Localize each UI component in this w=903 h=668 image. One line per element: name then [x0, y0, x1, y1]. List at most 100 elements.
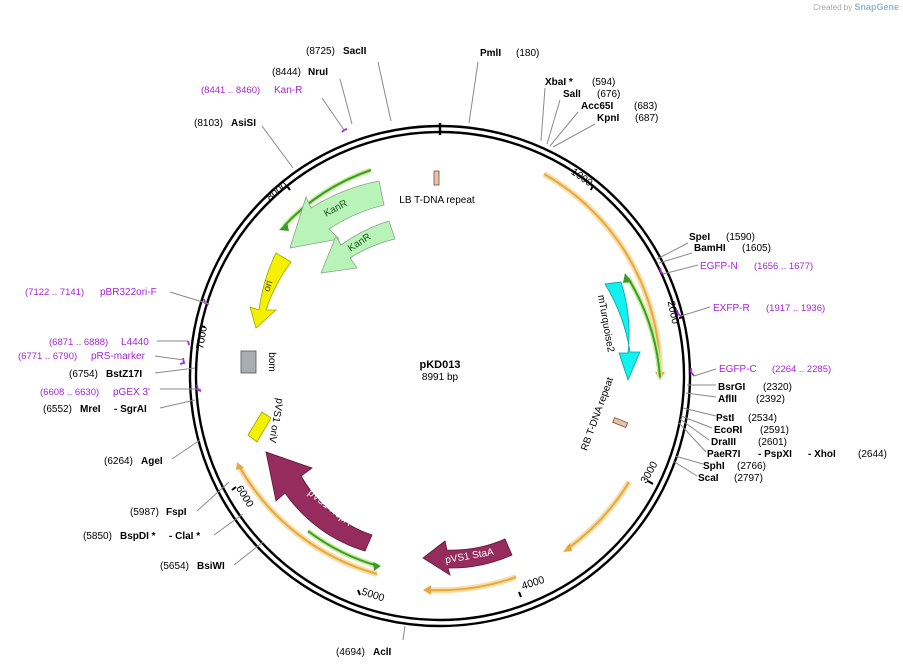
site-mrei-name[interactable]: MreI — [80, 404, 101, 415]
site-nrui-name[interactable]: NruI — [308, 67, 328, 78]
feature-pvs1-oriv[interactable] — [247, 411, 272, 443]
site-paer7i-num: (2644) — [858, 449, 887, 460]
site-sgrai-name[interactable]: - SgrAI — [114, 404, 147, 415]
site-sphi-name[interactable]: SphI — [703, 461, 725, 472]
site-ecori-name[interactable]: EcoRI — [714, 425, 743, 436]
green-band-kanr — [283, 169, 372, 227]
primer-mark-exfp-r — [676, 309, 682, 317]
site-nrui-num: (8444) — [272, 67, 301, 78]
site-spei-name[interactable]: SpeI — [689, 232, 710, 243]
feature-bom-label: bom — [266, 352, 277, 371]
primer-labels[interactable]: (8441 .. 8460) Kan-R EGFP-N (1656 .. 167… — [18, 85, 831, 398]
tick-label-3000: 3000 — [638, 459, 660, 485]
orf-arc-1-glow — [542, 171, 663, 374]
feature-ori[interactable] — [249, 252, 292, 329]
feature-lb-tdna-repeat[interactable] — [433, 170, 440, 186]
site-bspdi-num: (5850) — [83, 531, 112, 542]
leader-bspdi — [213, 513, 244, 536]
site-acc65i-name[interactable]: Acc65I — [581, 101, 613, 112]
feature-pvs1-staa[interactable] — [422, 538, 513, 576]
site-sali-name[interactable]: SalI — [563, 89, 581, 100]
site-aflii-name[interactable]: AflII — [718, 394, 737, 405]
primer-l4440-range: (6871 .. 6888) — [49, 337, 108, 348]
primer-egfp-n-name[interactable]: EGFP-N — [700, 261, 738, 272]
site-clai-name[interactable]: - ClaI * — [169, 531, 200, 542]
tick-mark-6000 — [231, 486, 237, 491]
leader-sali — [546, 99, 561, 145]
feature-pvs1-repa[interactable] — [265, 451, 373, 552]
site-pmli-name[interactable]: PmlI — [480, 48, 501, 59]
site-acli-num: (4694) — [336, 647, 365, 658]
feature-kanr-1[interactable] — [289, 180, 385, 249]
primer-marks — [179, 128, 695, 392]
site-agei-name[interactable]: AgeI — [141, 456, 163, 467]
orf-arcs — [236, 171, 665, 595]
leader-egfp-n — [662, 264, 699, 275]
green-band-kanr-arrowhead — [279, 222, 289, 231]
primer-prs-marker-range: (6771 .. 6790) — [18, 351, 77, 362]
primer-mark-prs-marker — [179, 357, 186, 365]
site-xbai-num: (594) — [592, 77, 615, 88]
site-asisi-name[interactable]: AsiSI — [231, 118, 256, 129]
site-aflii-num: (2392) — [756, 394, 785, 405]
orf-arc-4 — [238, 465, 378, 575]
primer-exfp-r-name[interactable]: EXFP-R — [713, 303, 750, 314]
site-psti-name[interactable]: PstI — [716, 413, 735, 424]
leader-asisi — [261, 125, 294, 169]
site-bamhi-name[interactable]: BamHI — [694, 243, 726, 254]
leader-bstz17i — [154, 367, 196, 374]
feature-mturquoise2-label: mTurquoise2 — [595, 294, 616, 353]
site-xbai-name[interactable]: XbaI * — [545, 77, 573, 88]
orf-arc-2-glow — [565, 480, 632, 552]
site-bsiwi-num: (5654) — [160, 561, 189, 572]
primer-pgex-3-name[interactable]: pGEX 3' — [113, 387, 150, 398]
leader-mrei — [159, 399, 196, 409]
site-draiii-name[interactable]: DraIII — [711, 437, 736, 448]
green-bands — [279, 167, 663, 571]
site-acli-name[interactable]: AclI — [373, 647, 392, 658]
leader-kan-r — [321, 97, 345, 131]
site-bspdi-name[interactable]: BspDI * — [120, 531, 156, 542]
feature-mturquoise2[interactable] — [604, 281, 641, 382]
primer-prs-marker-name[interactable]: pRS-marker — [91, 351, 146, 362]
primer-egfp-c-range: (2264 .. 2285) — [772, 364, 831, 375]
primer-kan-r-name[interactable]: Kan-R — [274, 85, 302, 96]
tick-mark-2000 — [678, 316, 685, 319]
leader-fspi — [196, 481, 230, 512]
primer-egfp-c-name[interactable]: EGFP-C — [719, 364, 757, 375]
site-kpni-name[interactable]: KpnI — [597, 113, 619, 124]
site-bsrgi-num: (2320) — [763, 382, 792, 393]
site-pmli-num: (180) — [516, 48, 539, 59]
site-pspxi-name[interactable]: - PspXI — [758, 449, 792, 460]
primer-pbr322ori-f-name[interactable]: pBR322ori-F — [100, 287, 157, 298]
site-bstz17i-name[interactable]: BstZ17I — [106, 369, 142, 380]
orf-arc-3 — [427, 576, 517, 592]
feature-rb-tdna-repeat[interactable] — [612, 417, 629, 428]
site-bamhi-num: (1605) — [742, 243, 771, 254]
tick-label-7000: 7000 — [194, 325, 210, 350]
site-labels[interactable]: (8725) SacII PmlI (180) (8444) NruI XbaI… — [43, 46, 887, 658]
leader-scai — [672, 460, 698, 477]
primer-pbr322ori-f-range: (7122 .. 7141) — [25, 287, 84, 298]
site-draiii-num: (2601) — [758, 437, 787, 448]
feature-bom[interactable] — [240, 350, 257, 374]
leader-ecori — [680, 415, 713, 429]
leader-sphi — [674, 455, 704, 465]
site-bsrgi-name[interactable]: BsrGI — [718, 382, 745, 393]
site-fspi-name[interactable]: FspI — [166, 507, 187, 518]
feature-kanr-2[interactable] — [320, 220, 396, 274]
primer-egfp-n-range: (1656 .. 1677) — [754, 261, 813, 272]
leader-bamhi — [658, 252, 693, 264]
leader-exfp-r — [680, 306, 711, 317]
site-sacii-name[interactable]: SacII — [343, 46, 367, 57]
snapgene-logo: SnapGene — [854, 2, 899, 12]
primer-l4440-name[interactable]: L4440 — [121, 337, 149, 348]
site-sphi-num: (2766) — [737, 461, 766, 472]
leader-bsiwi — [233, 541, 264, 566]
site-xhoi-name[interactable]: - XhoI — [808, 449, 836, 460]
site-scai-name[interactable]: ScaI — [698, 473, 719, 484]
site-paer7i-name[interactable]: PaeR7I — [707, 449, 741, 460]
site-bsiwi-name[interactable]: BsiWI — [197, 561, 225, 572]
primer-kan-r-range: (8441 .. 8460) — [201, 85, 260, 96]
leader-agei — [171, 439, 201, 460]
